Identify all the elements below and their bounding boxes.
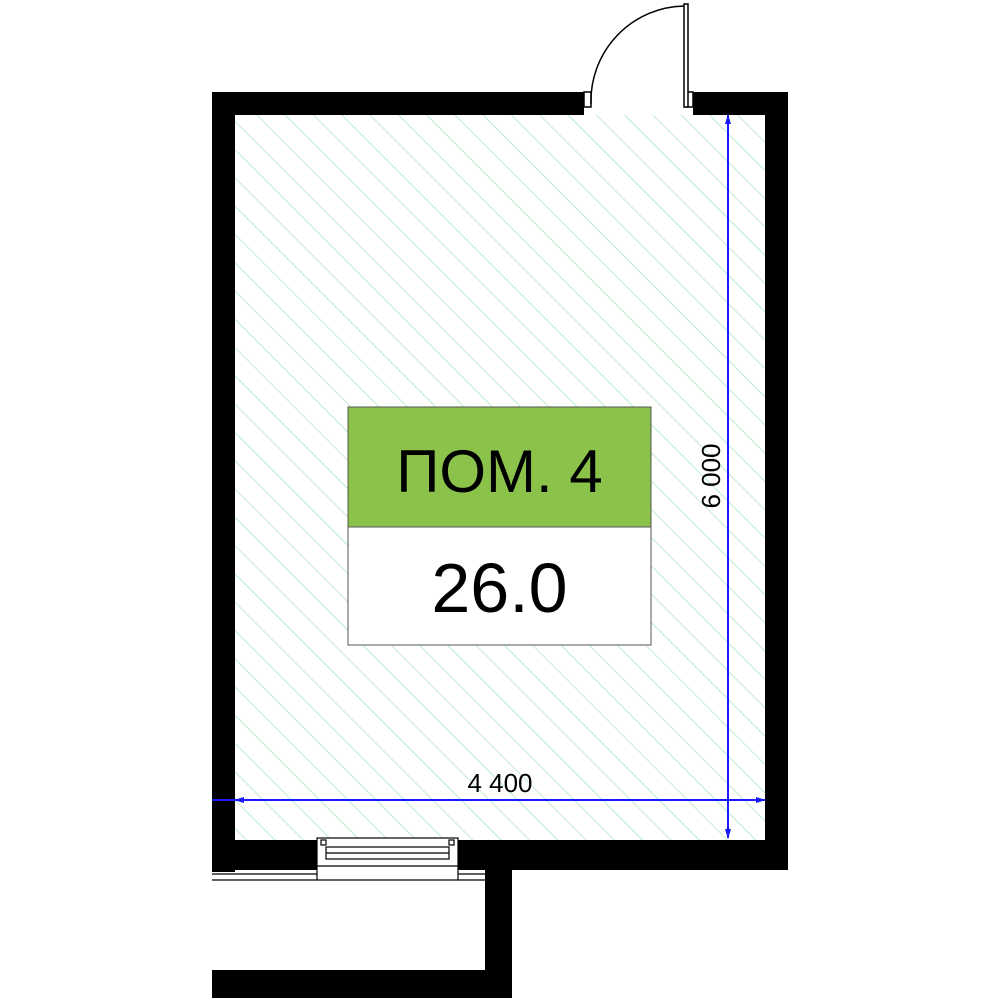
wall-bottom-right: [458, 840, 788, 870]
wall-lower-horizontal: [212, 970, 512, 998]
width-dimension: 4 400: [212, 768, 766, 803]
width-dimension-text: 4 400: [467, 768, 532, 798]
room-area: 26.0: [431, 549, 567, 627]
window-icon: [316, 837, 459, 881]
walls: [212, 92, 788, 998]
height-dimension-text: 6 000: [696, 443, 726, 508]
room-area-background: [347, 526, 652, 646]
door-icon: [583, 3, 694, 108]
wall-top-left: [212, 92, 584, 115]
wall-left: [212, 92, 235, 872]
room-name: ПОМ. 4: [396, 438, 602, 505]
height-dimension: 6 000: [696, 114, 731, 839]
room-label: ПОМ. 4 26.0: [347, 406, 652, 646]
wall-right: [765, 92, 788, 870]
wall-bottom-left: [212, 840, 317, 870]
wall-top-right: [693, 92, 788, 115]
exterior-lines: [212, 873, 485, 881]
room-name-background: [347, 406, 652, 528]
